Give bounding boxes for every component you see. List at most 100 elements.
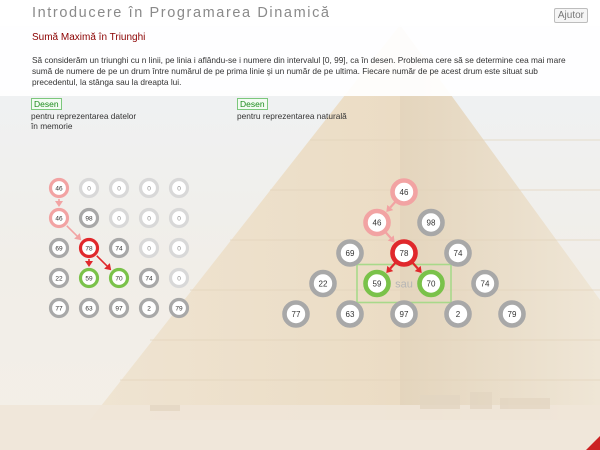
- node-value: 59: [85, 275, 93, 282]
- node-value: 63: [85, 305, 93, 312]
- node-value: 74: [454, 249, 463, 258]
- natural-view-button[interactable]: Desen: [237, 98, 268, 110]
- problem-description: Să considerăm un triunghi cu n linii, pe…: [32, 55, 566, 87]
- memory-cell-empty: 0: [168, 177, 190, 199]
- memory-cell-empty: 0: [168, 207, 190, 229]
- memory-cell: 74: [138, 267, 160, 289]
- triangle-node: 70: [417, 269, 445, 298]
- node-value: 46: [373, 218, 382, 227]
- node-value: 0: [177, 185, 181, 192]
- memory-cell: 69: [48, 237, 70, 259]
- natural-path-arrow: [386, 201, 397, 213]
- node-value: 59: [373, 279, 382, 288]
- node-value: 79: [175, 305, 183, 312]
- memory-cell-empty: 0: [168, 267, 190, 289]
- help-button[interactable]: Ajutor: [553, 8, 588, 23]
- memory-cell-empty: 0: [138, 177, 160, 199]
- natural-path-arrow: [411, 262, 422, 274]
- node-value: 22: [55, 275, 63, 282]
- node-value: 79: [508, 310, 517, 319]
- memory-cell: 2: [138, 297, 160, 319]
- memory-view-panel: Desen pentru reprezentarea datelor în me…: [31, 98, 136, 131]
- natural-view-panel: Desen pentru reprezentarea naturală: [237, 98, 347, 121]
- node-value: 69: [346, 249, 355, 258]
- node-value: 0: [147, 215, 151, 222]
- memory-cell: 98: [78, 207, 100, 229]
- node-value: 0: [177, 215, 181, 222]
- memory-path-arrow: [66, 225, 82, 241]
- node-value: 0: [117, 215, 121, 222]
- memory-cell-empty: 0: [108, 207, 130, 229]
- node-value: 0: [147, 245, 151, 252]
- memory-cell-empty: 0: [168, 237, 190, 259]
- triangle-node: 77: [282, 300, 310, 328]
- memory-path-arrow: [85, 259, 93, 267]
- node-value: 70: [427, 279, 436, 288]
- triangle-node: 2: [444, 300, 472, 328]
- natural-view-caption: pentru reprezentarea naturală: [237, 111, 347, 121]
- node-value: 0: [87, 185, 91, 192]
- node-value: 2: [456, 310, 461, 319]
- triangle-node: 98: [417, 208, 445, 237]
- node-value: 77: [55, 305, 63, 312]
- node-value: 74: [115, 245, 123, 252]
- memory-path-arrow: [96, 255, 112, 271]
- problem-title: Sumă Maximă în Triunghi: [32, 32, 146, 43]
- node-value: 97: [115, 305, 123, 312]
- triangle-node: 79: [498, 300, 526, 328]
- memory-cell: 79: [168, 297, 190, 319]
- memory-cell: 77: [48, 297, 70, 319]
- node-value: 69: [55, 245, 63, 252]
- memory-cell-empty: 0: [138, 237, 160, 259]
- node-value: 0: [117, 185, 121, 192]
- triangle-node: 59: [363, 269, 391, 298]
- memory-cell: 46: [48, 177, 70, 199]
- memory-cell: 97: [108, 297, 130, 319]
- memory-cell: 22: [48, 267, 70, 289]
- memory-cell: 74: [108, 237, 130, 259]
- memory-cell: 46: [48, 207, 70, 229]
- triangle-node: 97: [390, 300, 418, 328]
- triangle-node: 69: [336, 239, 364, 267]
- node-value: 22: [319, 279, 328, 288]
- triangle-node: 74: [471, 269, 499, 298]
- node-value: 2: [147, 305, 151, 312]
- triangle-node: 46: [363, 208, 391, 237]
- node-value: 0: [147, 185, 151, 192]
- problem-panel: Sumă Maximă în Triunghi Să considerăm un…: [0, 26, 600, 96]
- triangle-node: 46: [390, 178, 418, 206]
- node-value: 46: [55, 185, 63, 192]
- memory-cell-empty: 0: [78, 177, 100, 199]
- memory-cell-empty: 0: [138, 207, 160, 229]
- triangle-node: 22: [309, 269, 337, 298]
- node-value: 98: [85, 215, 93, 222]
- node-value: 0: [177, 275, 181, 282]
- memory-cell: 78: [78, 237, 100, 259]
- triangle-node: 74: [444, 239, 472, 267]
- node-value: 0: [177, 245, 181, 252]
- node-value: 70: [115, 275, 123, 282]
- app-title: Introducere în Programarea Dinamică: [32, 5, 331, 21]
- next-page-corner[interactable]: [586, 436, 600, 450]
- node-value: 78: [400, 249, 409, 258]
- memory-view-caption-line1: pentru reprezentarea datelor: [31, 111, 137, 121]
- or-label: sau: [395, 279, 413, 291]
- node-value: 46: [55, 215, 63, 222]
- node-value: 46: [400, 188, 409, 197]
- node-value: 74: [481, 279, 490, 288]
- memory-cell: 70: [108, 267, 130, 289]
- node-value: 63: [346, 310, 355, 319]
- memory-cell: 59: [78, 267, 100, 289]
- triangle-node: 63: [336, 300, 364, 328]
- memory-view-button[interactable]: Desen: [31, 98, 62, 110]
- node-value: 78: [85, 245, 93, 252]
- memory-cell: 63: [78, 297, 100, 319]
- natural-path-arrow: [384, 231, 395, 243]
- triangle-node: 78: [390, 239, 418, 267]
- node-value: 98: [427, 218, 436, 227]
- natural-path-arrow: [386, 262, 397, 274]
- node-value: 74: [145, 275, 153, 282]
- node-value: 97: [400, 310, 409, 319]
- node-value: 77: [292, 310, 301, 319]
